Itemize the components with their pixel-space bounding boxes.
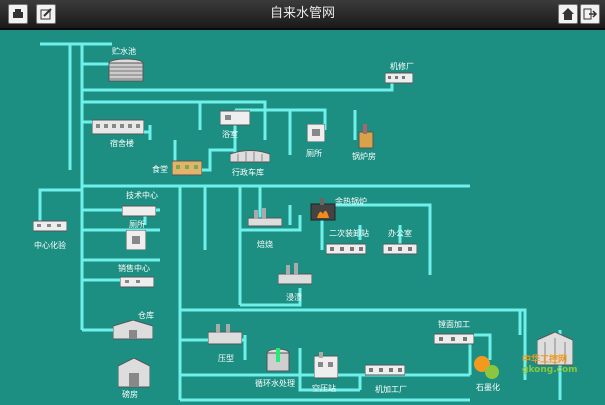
waste-heat-boiler-label: 余热锅炉 — [335, 197, 367, 206]
toilet-top-building[interactable] — [306, 123, 326, 146]
watermark-text: 中华工控网 — [522, 355, 568, 365]
circulating-water-building[interactable] — [265, 348, 291, 378]
central-lab-building[interactable] — [32, 218, 68, 237]
title-bar: 自来水管网 — [0, 0, 605, 30]
canteen-building[interactable] — [171, 160, 203, 180]
toilet-top-label: 厕所 — [306, 149, 322, 158]
warehouse-building[interactable] — [112, 319, 154, 344]
pipe-lines — [38, 42, 562, 402]
air-compressor-building[interactable] — [313, 352, 339, 384]
graphitization-label: 石墨化 — [476, 383, 500, 392]
pipe-network-canvas: 贮水池 机修厂 宿舍楼 浴室 厕所 锅炉房 食堂 行政车库 技术中心 厕所 中心… — [0, 30, 605, 405]
window-title: 自来水管网 — [269, 6, 335, 21]
machining-plant-building[interactable] — [364, 361, 406, 380]
roasting-building[interactable] — [247, 206, 283, 232]
bathroom-label: 浴室 — [222, 130, 238, 139]
home-icon[interactable] — [558, 4, 578, 24]
polishing-building[interactable] — [433, 330, 475, 349]
waste-heat-boiler-building[interactable] — [310, 198, 336, 226]
weighbridge-building[interactable] — [117, 357, 151, 392]
edit-icon[interactable] — [36, 4, 56, 24]
machine-shop-building[interactable] — [384, 70, 414, 89]
weighbridge-label: 磅房 — [122, 390, 138, 399]
sales-center-building[interactable] — [119, 274, 155, 293]
office-label: 办公室 — [388, 229, 412, 238]
bathroom-building[interactable] — [219, 110, 251, 130]
dormitory-label: 宿舍楼 — [110, 139, 134, 148]
machining-plant-label: 机加工厂 — [375, 385, 407, 394]
central-lab-label: 中心化验 — [34, 241, 66, 250]
tech-center-label: 技术中心 — [126, 191, 158, 200]
dormitory-building[interactable] — [91, 118, 145, 140]
watermark-logo-icon — [470, 350, 502, 386]
watermark-url: gkong.com — [522, 365, 578, 375]
polishing-label: 镗面加工 — [438, 320, 470, 329]
leaching-label: 浸渍 — [286, 293, 302, 302]
graphitization-building[interactable] — [536, 331, 574, 370]
boiler-room-label: 锅炉房 — [352, 152, 376, 161]
boiler-room-building[interactable] — [355, 124, 375, 154]
secondary-loading-building[interactable] — [325, 240, 367, 259]
admin-garage-building[interactable] — [229, 148, 271, 167]
roasting-label: 焙烧 — [257, 240, 273, 249]
admin-garage-label: 行政车库 — [232, 168, 264, 177]
office-building[interactable] — [382, 240, 418, 259]
press-molding-building[interactable] — [207, 322, 243, 350]
exit-icon[interactable] — [580, 4, 600, 24]
secondary-loading-label: 二次装卸站 — [329, 229, 369, 238]
print-icon[interactable] — [8, 4, 28, 24]
toilet-mid-label: 厕所 — [129, 220, 145, 229]
circulating-water-label: 循环水处理 — [255, 379, 295, 388]
press-molding-label: 压型 — [218, 354, 234, 363]
toilet-mid-building[interactable] — [125, 229, 147, 254]
leaching-building[interactable] — [277, 262, 313, 290]
air-compressor-label: 空压站 — [312, 384, 336, 393]
reservoir-building[interactable] — [108, 58, 144, 88]
warehouse-label: 仓库 — [138, 311, 154, 320]
reservoir-label: 贮水池 — [112, 47, 136, 56]
canteen-label: 食堂 — [152, 165, 168, 174]
machine-shop-label: 机修厂 — [390, 62, 414, 71]
sales-center-label: 销售中心 — [118, 264, 150, 273]
